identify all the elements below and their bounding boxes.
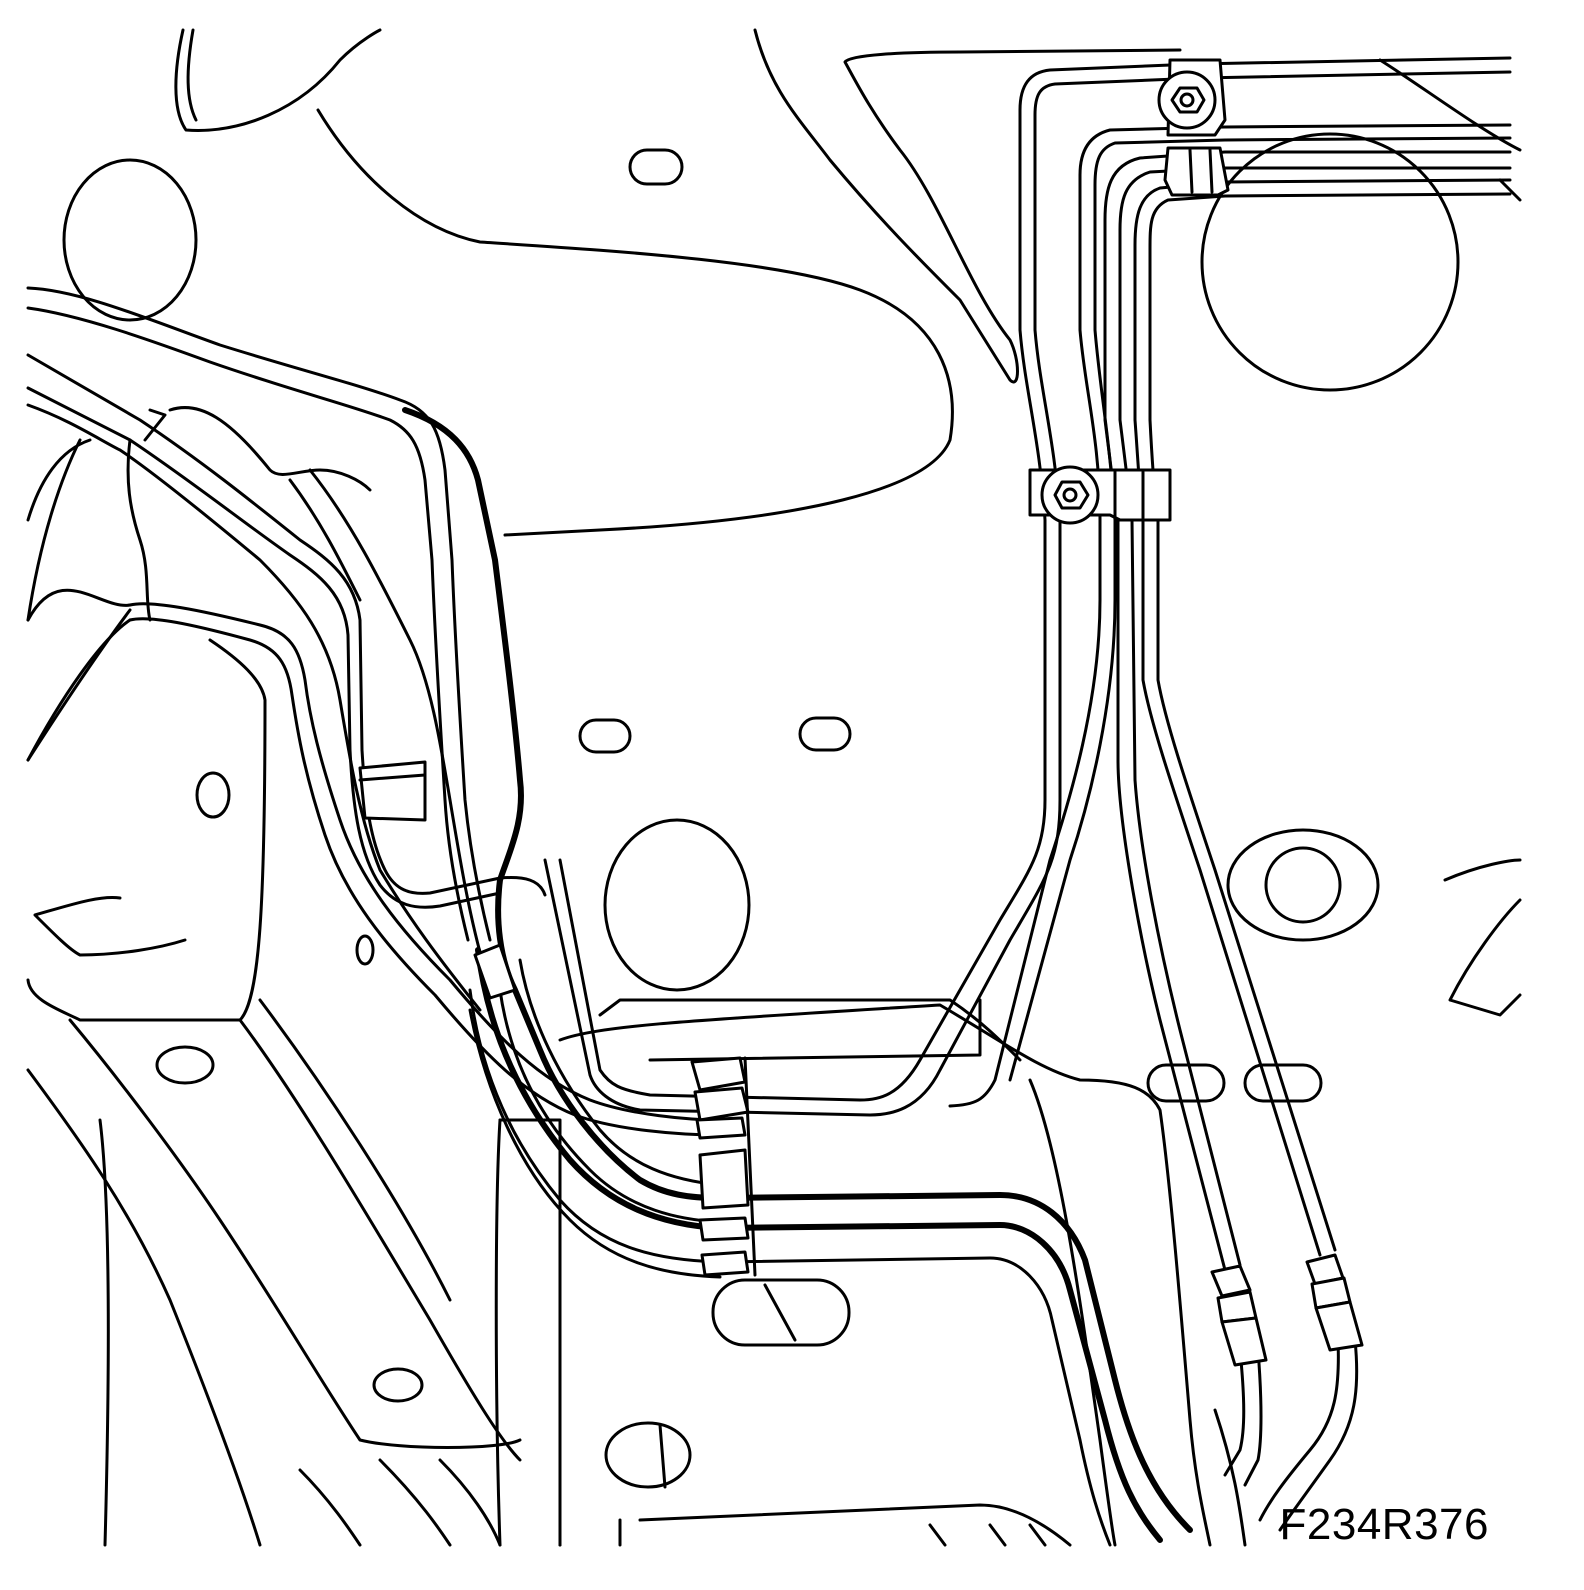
grommet-inner [1264,846,1342,924]
upper-clamp-lower [1163,146,1230,197]
bolt-center [1062,487,1078,503]
bottom-clip [698,1216,750,1242]
large-oval-opening [603,818,751,992]
fitting-body-right [1314,1300,1364,1352]
bolt-hex-icon [1170,86,1206,114]
small-hole [155,1045,215,1085]
fitting-body-left [1220,1316,1268,1367]
large-hole [62,158,198,322]
clamp-bolt [1040,465,1100,525]
bolt-center [1179,92,1195,108]
bolt-hex-icon [1053,480,1090,510]
bottom-clip [693,1086,750,1122]
small-hole [355,934,375,966]
bottom-clip [695,1116,747,1140]
drain-hole-tab [658,1423,667,1489]
bottom-clip [690,1056,747,1092]
bottom-clip [700,1250,750,1277]
grommet-outer [1226,828,1380,942]
brake-lines [26,56,1512,1547]
oval-slot [578,718,632,754]
line-clips [358,58,1230,1277]
fitting-nut-left [1210,1264,1252,1298]
large-circular-opening [1200,132,1460,392]
figure-code-label: F234R376 [1279,1500,1489,1549]
oval-slot [798,716,852,752]
left-line-clip [358,760,427,822]
oval-slot [1243,1063,1323,1103]
clamp-bolt [1157,70,1217,130]
small-hole [372,1367,424,1403]
bottom-clip [698,1148,750,1210]
body-panel-outlines [26,28,1522,1547]
oval-slot-with-tab [711,1278,851,1347]
line-fittings [1210,1253,1364,1367]
oval-slot [1146,1063,1226,1103]
drain-hole [604,1421,692,1489]
small-hole [195,771,231,819]
slot-tab-line [763,1283,797,1342]
small-line-clip [473,943,517,1000]
oval-slot [628,148,684,186]
panel-holes [62,132,1460,1489]
